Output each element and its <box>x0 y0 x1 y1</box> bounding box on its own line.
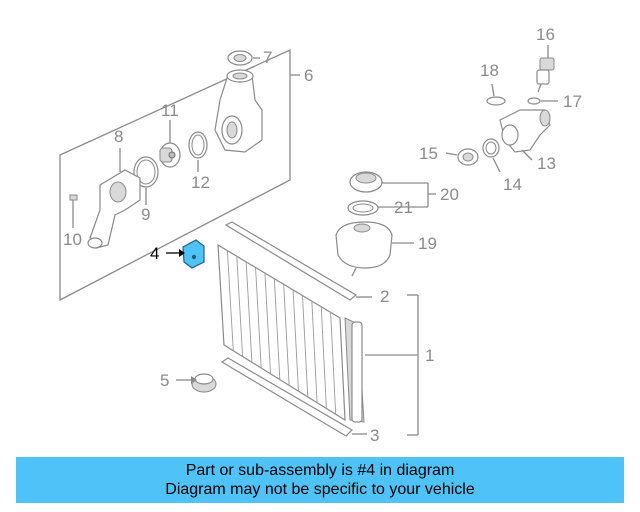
part-1-radiator <box>217 243 419 436</box>
parts-diagram: 1 2 3 4 5 6 7 8 9 10 11 12 13 14 15 16 1… <box>59 25 582 445</box>
callout-8: 8 <box>114 127 123 146</box>
callout-2: 2 <box>380 287 389 306</box>
callout-10: 10 <box>63 230 82 249</box>
radiator-fin-line <box>302 295 309 397</box>
part-12-oring <box>188 131 208 159</box>
part-8-flange-pipe <box>87 169 141 249</box>
callout-3: 3 <box>370 426 379 445</box>
radiator-fin-line <box>330 312 337 415</box>
part-11-thermostat <box>159 142 181 168</box>
radiator-fin-line <box>320 306 327 409</box>
info-banner: Part or sub-assembly is #4 in diagram Di… <box>16 457 624 503</box>
callout-18: 18 <box>480 61 499 80</box>
radiator-fin-line <box>311 301 318 403</box>
part-2-upper-mount <box>224 221 372 301</box>
radiator-fin-line <box>236 256 244 357</box>
part-18-ring <box>486 83 506 106</box>
callout-1: 1 <box>425 346 434 365</box>
part-13-housing <box>499 109 551 161</box>
banner-line-2: Diagram may not be specific to your vehi… <box>165 481 475 498</box>
radiator-fin-line <box>245 261 253 363</box>
callout-12: 12 <box>191 173 210 192</box>
part-16-sensor <box>536 45 555 93</box>
callout-6: 6 <box>304 66 313 85</box>
part-5-rubber-mount <box>176 373 217 393</box>
callout-21: 21 <box>394 198 413 217</box>
radiator-fin-line <box>226 250 234 351</box>
radiator-fin-line <box>273 278 281 380</box>
part-21-seal <box>347 200 428 216</box>
part-4-bracket-highlighted[interactable] <box>166 239 205 269</box>
radiator-fins <box>226 250 337 415</box>
coolant-housing <box>214 69 263 153</box>
callout-16: 16 <box>536 25 555 44</box>
callout-13: 13 <box>537 154 556 173</box>
radiator-fin-line <box>292 289 299 392</box>
radiator-fin-line <box>264 273 271 374</box>
callout-9: 9 <box>141 205 150 224</box>
part-19-expansion-tank <box>335 221 414 277</box>
callout-5: 5 <box>160 371 169 390</box>
callout-7: 7 <box>263 48 272 67</box>
radiator-fin-line <box>283 284 290 386</box>
housing-group-panel <box>59 48 291 302</box>
part-7-cap <box>227 50 260 66</box>
callout-4: 4 <box>150 244 159 263</box>
part-20-cap <box>349 171 436 207</box>
housing-group-leaders <box>72 74 300 228</box>
callout-20: 20 <box>440 185 459 204</box>
part-10-bolt <box>69 194 78 212</box>
callout-11: 11 <box>161 101 179 120</box>
callout-17: 17 <box>563 92 582 111</box>
part-15-flange <box>445 148 479 166</box>
part-17-ring <box>527 97 558 105</box>
callout-labels: 1 2 3 4 5 6 7 8 9 10 11 12 13 14 15 16 1… <box>63 25 582 445</box>
banner-line-1: Part or sub-assembly is #4 in diagram <box>185 462 455 479</box>
callout-14: 14 <box>503 175 522 194</box>
part-3-lower-mount <box>220 357 367 437</box>
callout-15: 15 <box>419 144 438 163</box>
part-14-oring <box>482 138 501 173</box>
radiator-fin-line <box>255 267 262 369</box>
callout-19: 19 <box>418 234 437 253</box>
